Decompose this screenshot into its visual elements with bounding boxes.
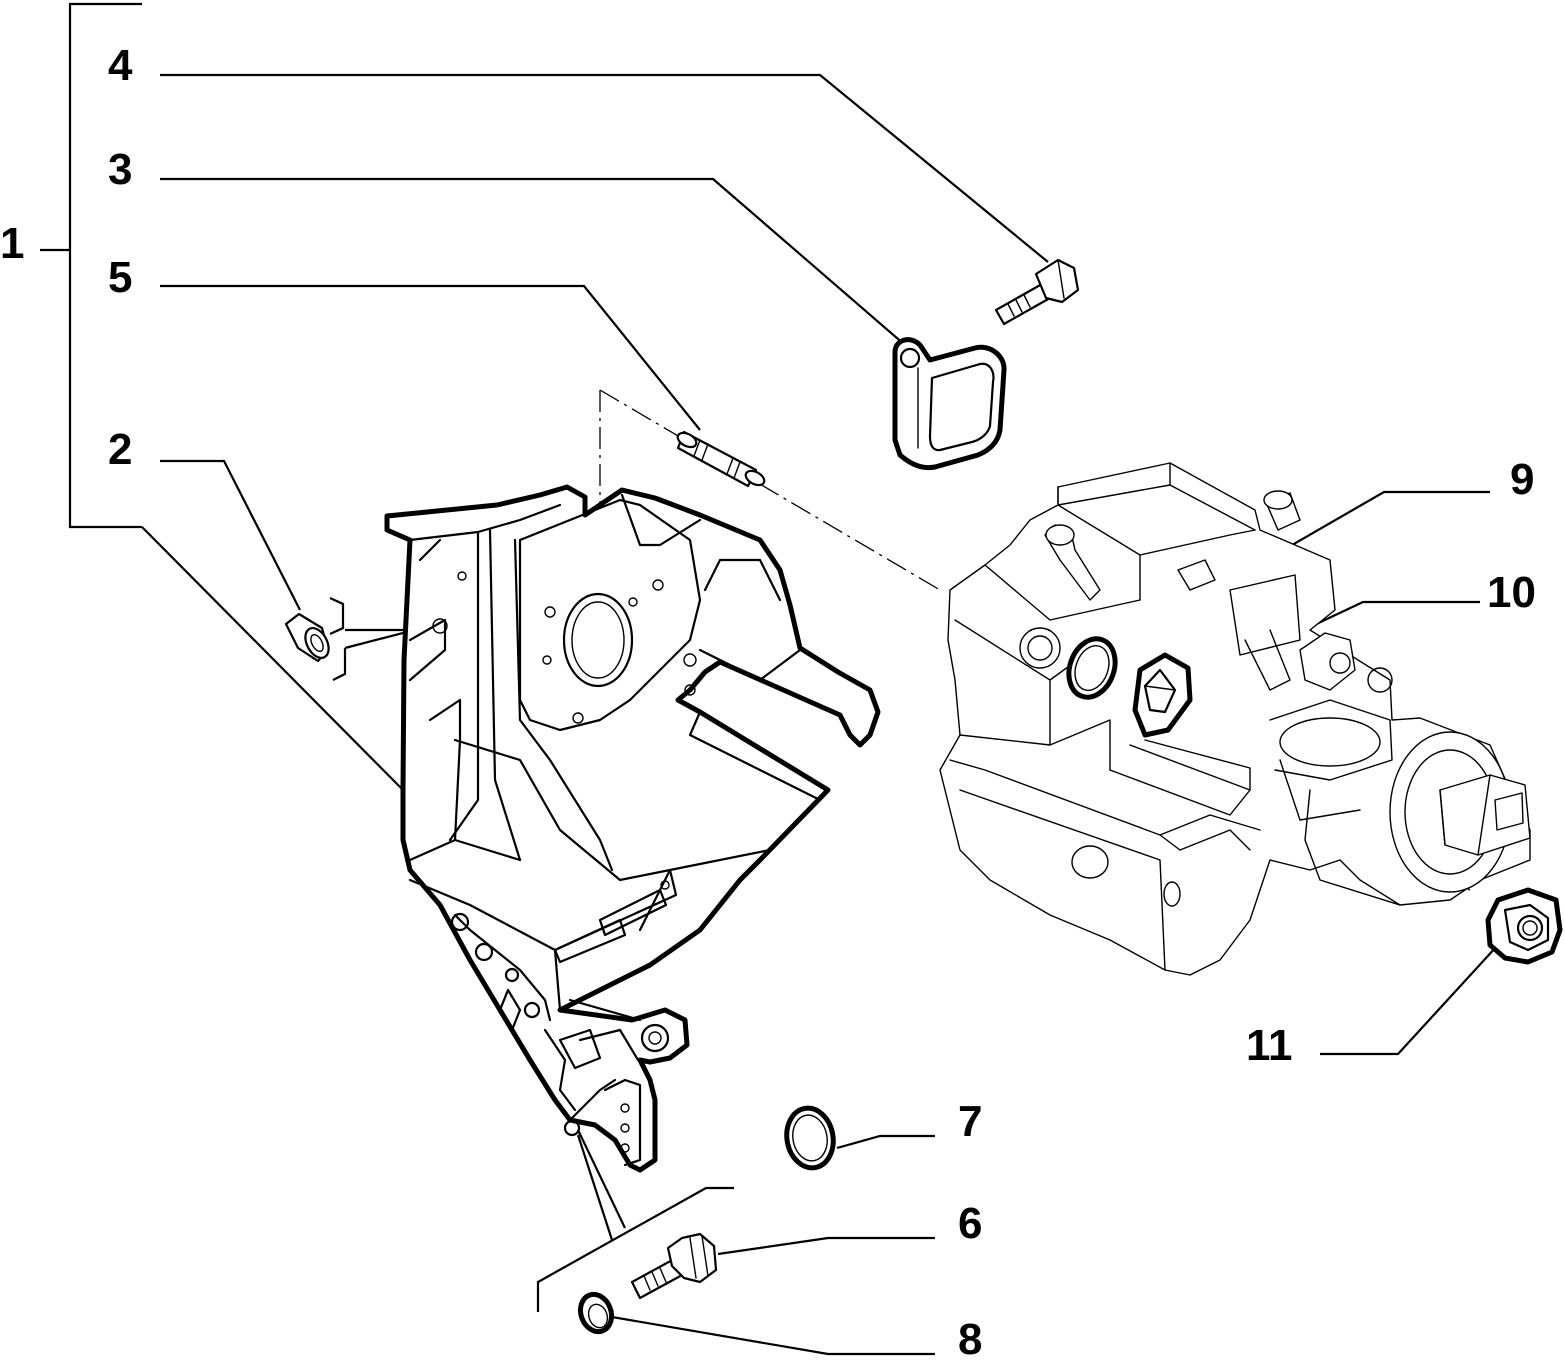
callout-label-10: 10 xyxy=(1487,568,1536,617)
leader-line-3 xyxy=(160,177,906,346)
part-10-nut xyxy=(1132,652,1193,738)
part-3-clamp-bracket xyxy=(892,337,1007,471)
part-11-flange-nut xyxy=(1485,887,1563,965)
part-6-flange-bolt xyxy=(630,1232,718,1300)
part-2-bushing xyxy=(284,612,330,663)
fuel-pump-assembly xyxy=(939,462,1531,976)
leader-line-2 xyxy=(160,459,301,611)
leader-line-7 xyxy=(836,1134,935,1150)
group-bracket-1 xyxy=(40,2,142,529)
callout-label-7: 7 xyxy=(958,1097,983,1146)
leader-line-4 xyxy=(160,73,1049,263)
callout-label-1: 1 xyxy=(0,219,25,268)
housing-support-bracket xyxy=(384,484,881,1173)
leader-line-8 xyxy=(611,1315,935,1356)
part-4-bolt xyxy=(994,258,1080,326)
callout-label-4: 4 xyxy=(108,41,133,90)
callout-label-3: 3 xyxy=(108,145,133,194)
leader-line-11 xyxy=(1320,945,1498,1056)
callout-label-11: 11 xyxy=(1246,1021,1293,1070)
part-7-washer xyxy=(784,1105,836,1171)
part-5-dowel-pin xyxy=(676,430,766,488)
callout-label-9: 9 xyxy=(1510,455,1535,504)
callout-label-5: 5 xyxy=(108,253,133,302)
part-8-small-washer xyxy=(577,1291,615,1335)
callout-label-6: 6 xyxy=(958,1199,983,1248)
leader-line-6 xyxy=(717,1236,935,1256)
part-9-o-ring xyxy=(1066,636,1118,700)
leader-line-5 xyxy=(160,284,701,431)
callout-label-2: 2 xyxy=(108,425,133,474)
leader-line-1-lower xyxy=(141,526,404,791)
callout-label-8: 8 xyxy=(958,1315,983,1364)
